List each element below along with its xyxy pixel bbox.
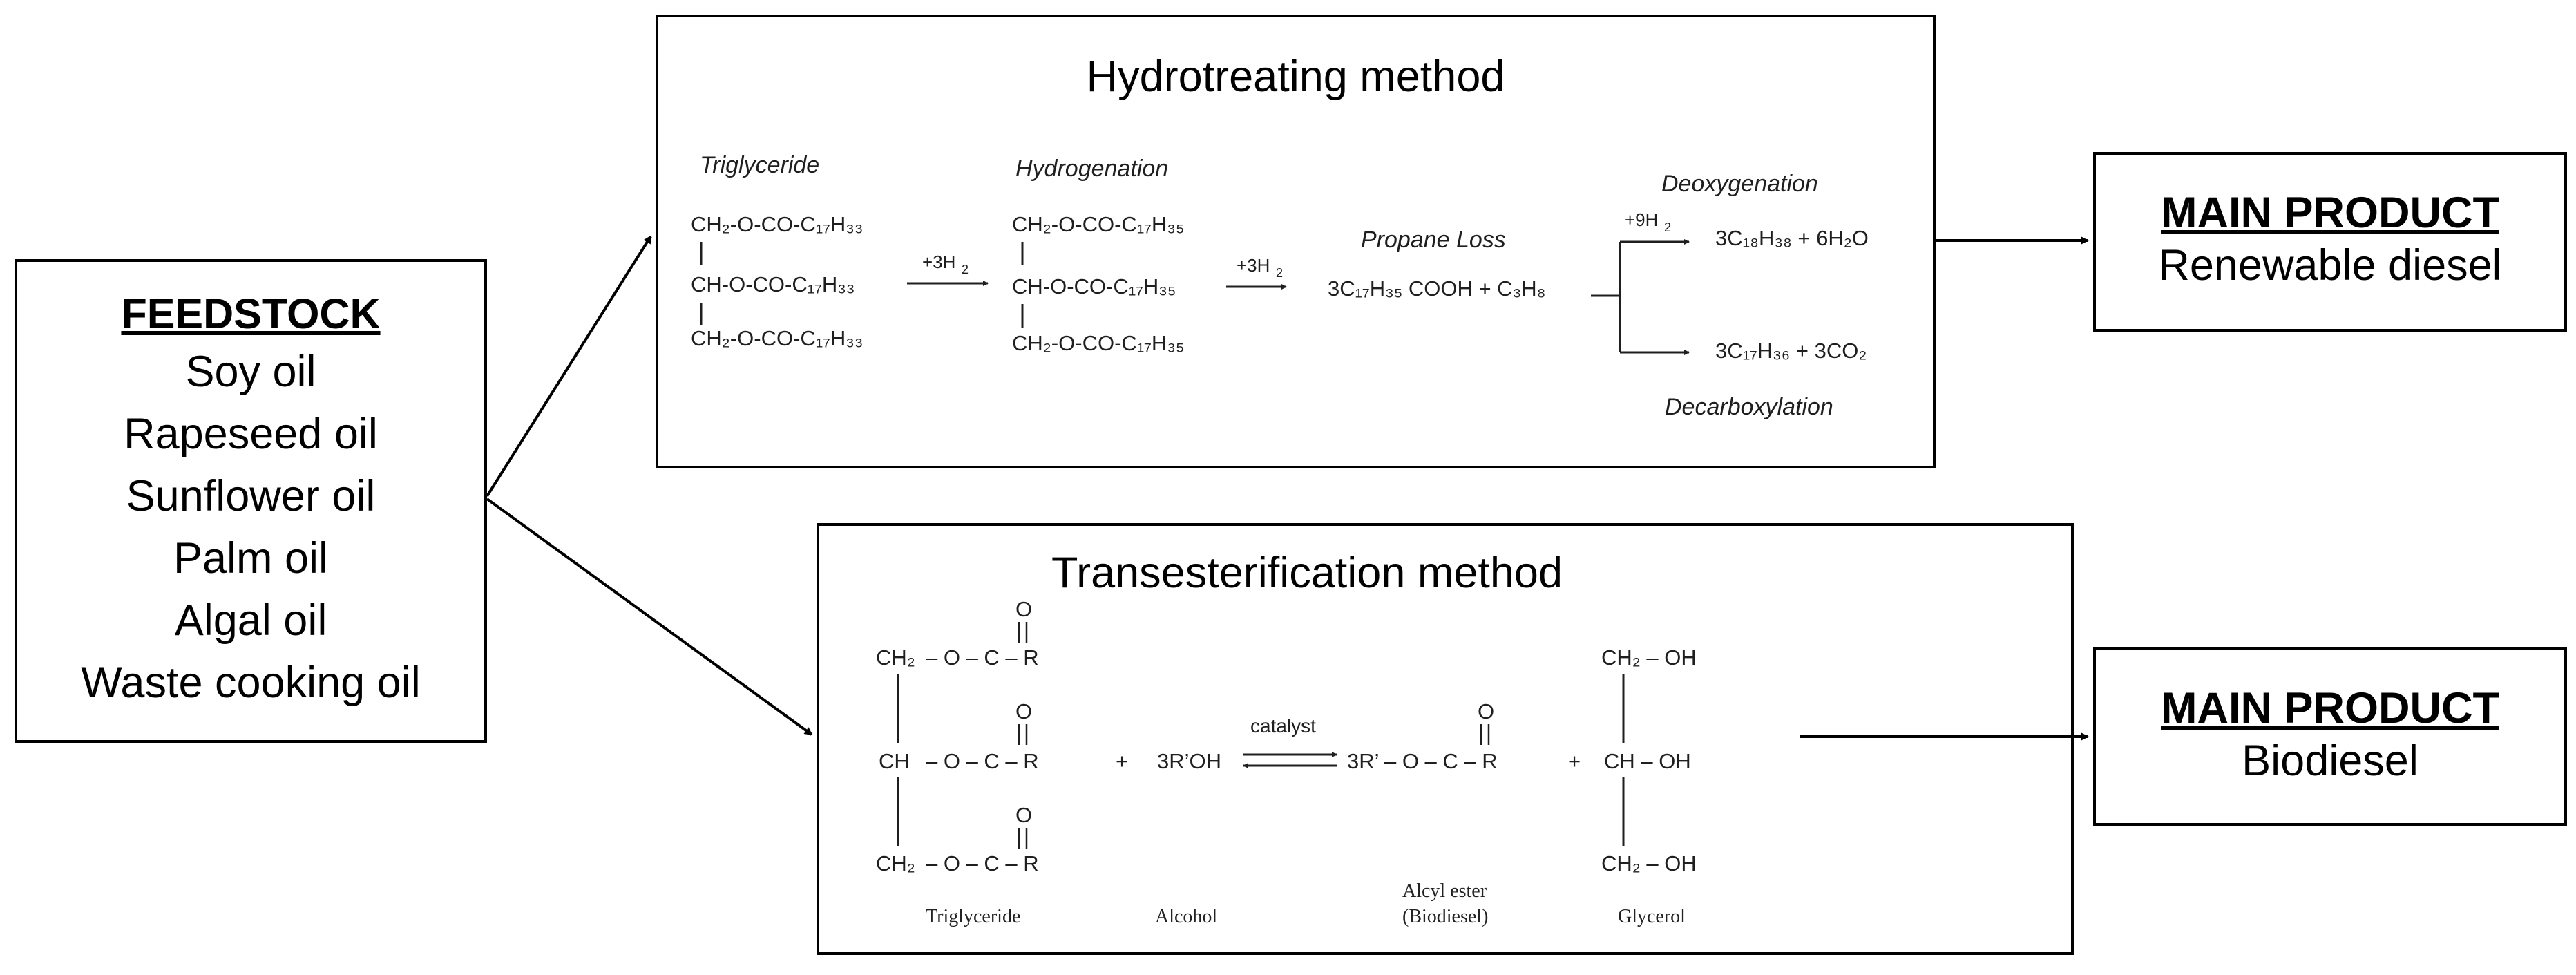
- reagent-h2-step2: +3H: [1237, 255, 1270, 276]
- svg-text:CH-O-CO-C₁₇H₃₃: CH-O-CO-C₁₇H₃₃: [691, 272, 855, 296]
- propane-loss-arrow: +3H 2: [1226, 255, 1287, 290]
- svg-text:3R’ – O – C – R: 3R’ – O – C – R: [1347, 749, 1498, 773]
- feedstock-item: Waste cooking oil: [81, 659, 421, 707]
- hydrotreating-box: Hydrotreating method: [656, 15, 1936, 468]
- label-triglyceride-2: Triglyceride: [926, 906, 1020, 927]
- catalyst-label: catalyst: [1250, 715, 1316, 737]
- label-deoxygenation: Deoxygenation: [1661, 171, 1818, 197]
- product-box-biodiesel: MAIN PRODUCT Biodiesel: [2093, 647, 2567, 826]
- product-title: MAIN PRODUCT: [2161, 189, 2499, 237]
- label-propane-loss: Propane Loss: [1361, 227, 1506, 253]
- product-renewable-deoxy: 3C₁₈H₃₈ + 6H₂O: [1715, 226, 1869, 250]
- feedstock-title: FEEDSTOCK: [121, 290, 381, 337]
- reagent-h2-deoxy: +9H: [1625, 209, 1658, 230]
- svg-text:2: 2: [1664, 220, 1671, 234]
- label-alkyl-ester: Alcyl ester: [1402, 880, 1487, 902]
- hydrotreating-scheme: Triglyceride Hydrogenation Propane Loss …: [691, 152, 1869, 420]
- svg-text:+: +: [1116, 749, 1128, 773]
- glycerol-structure: CH₂ – OH CH – OH CH₂ – OH: [1601, 645, 1697, 875]
- svg-text:O: O: [1015, 597, 1032, 621]
- svg-text:O: O: [1015, 699, 1032, 723]
- feedstock-box: FEEDSTOCK Soy oil Rapeseed oil Sunflower…: [15, 259, 487, 743]
- svg-text:+: +: [1568, 749, 1581, 773]
- feedstock-item: Sunflower oil: [126, 472, 376, 520]
- deoxygenation-branch: +9H 2: [1591, 209, 1690, 355]
- hydrotreating-title: Hydrotreating method: [1086, 53, 1505, 101]
- svg-text:CH – OH: CH – OH: [1604, 749, 1691, 773]
- arrow-feedstock-to-hydrotreating: [486, 235, 652, 498]
- svg-text:2: 2: [1276, 266, 1283, 280]
- product-box-renewable-diesel: MAIN PRODUCT Renewable diesel: [2093, 152, 2567, 332]
- label-biodiesel: (Biodiesel): [1402, 906, 1488, 927]
- product-renewable-decarboxy: 3C₁₇H₃₆ + 3CO₂: [1715, 339, 1867, 363]
- svg-text:CH₂-O-CO-C₁₇H₃₃: CH₂-O-CO-C₁₇H₃₃: [691, 326, 864, 350]
- svg-text:CH₂: CH₂: [876, 851, 915, 875]
- transesterification-title: Transesterification method: [1051, 549, 1563, 597]
- svg-text:– O – C – R: – O – C – R: [926, 851, 1039, 875]
- svg-text:CH₂-O-CO-C₁₇H₃₅: CH₂-O-CO-C₁₇H₃₅: [1012, 212, 1184, 236]
- svg-text:2: 2: [962, 263, 969, 276]
- hydrogenation-arrow: +3H 2: [907, 252, 989, 286]
- label-triglyceride: Triglyceride: [700, 152, 819, 178]
- transesterification-scheme: CH₂ – O – C – R O CH – O – C – R O CH₂ –…: [876, 597, 1697, 927]
- product-name: Renewable diesel: [2158, 241, 2502, 290]
- feedstock-item: Palm oil: [173, 534, 329, 583]
- svg-text:O: O: [1015, 803, 1032, 827]
- triglyceride-structure-2: CH₂ – O – C – R O CH – O – C – R O CH₂ –…: [876, 597, 1039, 875]
- svg-text:O: O: [1478, 699, 1494, 723]
- svg-text:CH₂-O-CO-C₁₇H₃₃: CH₂-O-CO-C₁₇H₃₃: [691, 212, 864, 236]
- svg-text:– O – C – R: – O – C – R: [926, 749, 1039, 773]
- svg-text:CH-O-CO-C₁₇H₃₅: CH-O-CO-C₁₇H₃₅: [1012, 274, 1176, 299]
- svg-text:CH₂ – OH: CH₂ – OH: [1601, 851, 1697, 875]
- svg-text:CH: CH: [879, 749, 910, 773]
- label-alcohol: Alcohol: [1155, 906, 1217, 927]
- hydrogenated-structure: CH₂-O-CO-C₁₇H₃₅ CH-O-CO-C₁₇H₃₅ CH₂-O-CO-…: [1012, 212, 1184, 355]
- alcohol-formula: 3R’OH: [1157, 749, 1221, 773]
- alkyl-ester-structure: 3R’ – O – C – R O: [1347, 699, 1498, 773]
- svg-text:CH₂: CH₂: [876, 645, 915, 670]
- feedstock-item: Algal oil: [174, 596, 327, 645]
- svg-text:CH₂-O-CO-C₁₇H₃₅: CH₂-O-CO-C₁₇H₃₅: [1012, 331, 1184, 355]
- arrow-feedstock-to-transesterification: [486, 498, 813, 736]
- label-hydrogenation: Hydrogenation: [1015, 155, 1168, 182]
- product-title: MAIN PRODUCT: [2161, 684, 2499, 732]
- svg-text:CH₂ – OH: CH₂ – OH: [1601, 645, 1697, 670]
- feedstock-item: Soy oil: [185, 348, 316, 396]
- fatty-acid-propane: 3C₁₇H₃₅ COOH + C₃H₈: [1328, 276, 1545, 301]
- label-glycerol: Glycerol: [1618, 906, 1686, 927]
- reagent-h2-step1: +3H: [922, 252, 955, 272]
- equilibrium-arrows: catalyst: [1243, 715, 1337, 768]
- label-decarboxylation: Decarboxylation: [1665, 394, 1833, 420]
- triglyceride-structure: CH₂-O-CO-C₁₇H₃₃ CH-O-CO-C₁₇H₃₃ CH₂-O-CO-…: [691, 212, 864, 350]
- product-name: Biodiesel: [2242, 737, 2418, 785]
- svg-text:– O – C – R: – O – C – R: [926, 645, 1039, 670]
- feedstock-item: Rapeseed oil: [124, 410, 378, 458]
